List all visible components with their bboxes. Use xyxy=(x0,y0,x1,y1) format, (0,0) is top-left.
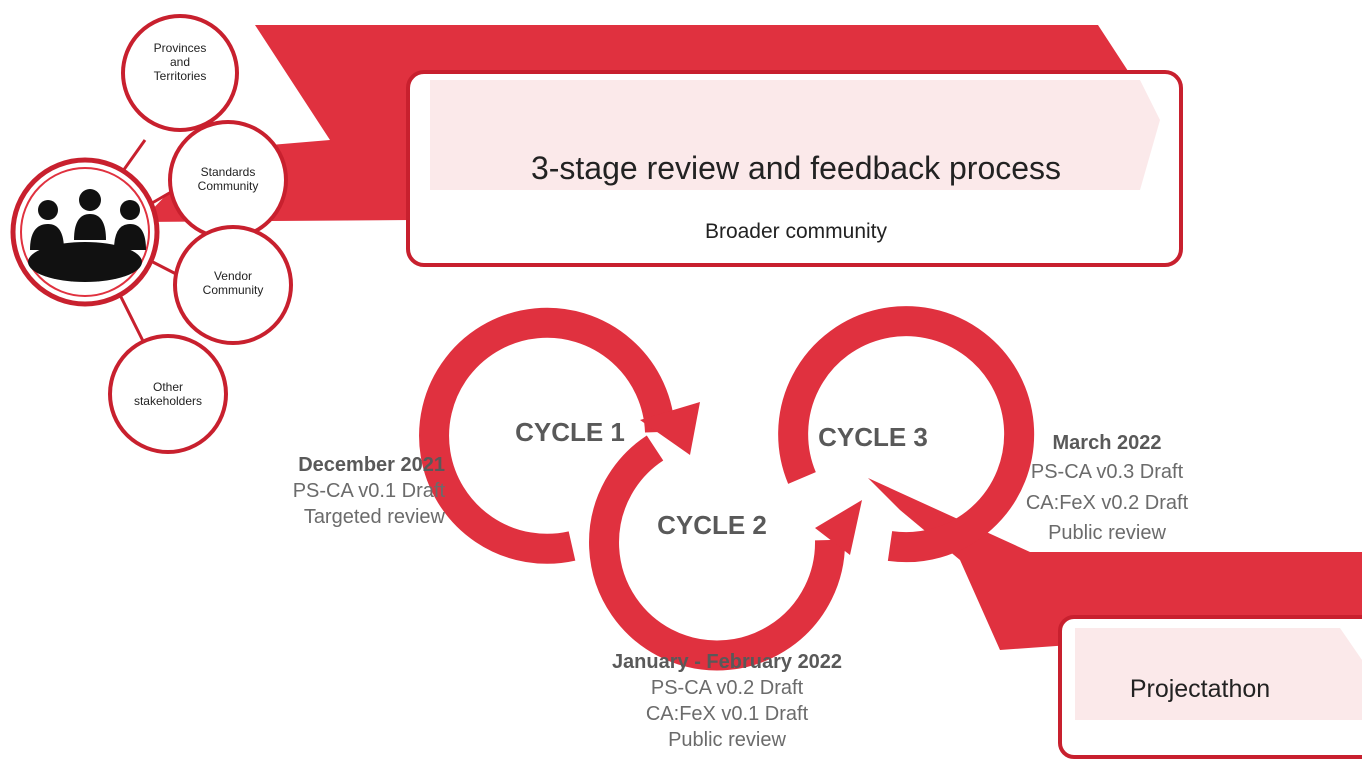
top-banner-box: 3-stage review and feedback process Broa… xyxy=(406,70,1183,267)
svg-text:January - February 2022: January - February 2022 xyxy=(612,651,842,673)
cycle-1-arc xyxy=(419,307,700,564)
cycle-1-label: CYCLE 1 xyxy=(515,417,625,447)
svg-text:CA:FeX v0.2 Draft: CA:FeX v0.2 Draft xyxy=(1026,492,1189,514)
banner-subtitle: Broader community xyxy=(705,220,888,243)
cycle-1-caption: December 2021 PS-CA v0.1 Draft Targeted … xyxy=(293,454,446,528)
cycle-3-caption: March 2022 PS-CA v0.3 Draft CA:FeX v0.2 … xyxy=(1026,432,1189,544)
projectathon-box: Projectathon xyxy=(1058,615,1362,759)
cycle-3-label: CYCLE 3 xyxy=(818,422,928,452)
svg-text:Targeted review: Targeted review xyxy=(304,506,446,528)
svg-text:Vendor: Vendor xyxy=(214,269,252,283)
stakeholder-node: Provinces and Territories xyxy=(121,14,239,132)
svg-text:Community: Community xyxy=(198,179,259,193)
stakeholder-node: Standards Community xyxy=(168,120,288,240)
banner-title: 3-stage review and feedback process xyxy=(531,150,1061,186)
svg-text:Provinces: Provinces xyxy=(154,41,207,55)
svg-text:Other: Other xyxy=(153,380,183,394)
svg-text:Public review: Public review xyxy=(1048,522,1166,544)
cycle-2-arc xyxy=(589,435,862,671)
svg-text:Standards: Standards xyxy=(201,165,256,179)
svg-text:Territories: Territories xyxy=(154,69,207,83)
people-group-icon xyxy=(10,157,160,307)
svg-text:and: and xyxy=(170,55,190,69)
projectathon-label: Projectathon xyxy=(1130,675,1270,703)
svg-text:March 2022: March 2022 xyxy=(1053,432,1162,454)
svg-text:December 2021: December 2021 xyxy=(298,454,445,476)
svg-text:PS-CA v0.2 Draft: PS-CA v0.2 Draft xyxy=(651,677,804,699)
svg-text:PS-CA v0.1 Draft: PS-CA v0.1 Draft xyxy=(293,480,446,502)
svg-text:Community: Community xyxy=(203,283,264,297)
cycle-2-label: CYCLE 2 xyxy=(657,510,767,540)
cycle-3-arc xyxy=(778,306,1035,563)
stakeholder-node: Vendor Community xyxy=(173,225,293,345)
svg-text:PS-CA v0.3 Draft: PS-CA v0.3 Draft xyxy=(1031,461,1184,483)
svg-text:Public review: Public review xyxy=(668,729,786,751)
svg-text:CA:FeX v0.1 Draft: CA:FeX v0.1 Draft xyxy=(646,703,809,725)
stakeholder-node: Other stakeholders xyxy=(108,334,228,454)
svg-text:stakeholders: stakeholders xyxy=(134,394,202,408)
cycle-2-caption: January - February 2022 PS-CA v0.2 Draft… xyxy=(612,651,842,751)
projectathon-arrow xyxy=(868,478,1362,650)
